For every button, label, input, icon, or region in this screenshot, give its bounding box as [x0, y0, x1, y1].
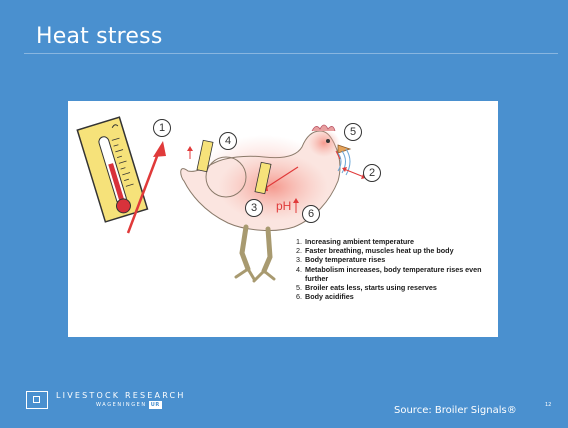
legend-number: 5. [296, 283, 305, 292]
legend-number: 6. [296, 292, 305, 301]
legend-number: 3. [296, 255, 305, 264]
chicken-illustration [68, 101, 498, 337]
heat-stress-illustration: 1 2 3 4 5 6 pH 1. Increasing ambient tem… [68, 101, 498, 337]
legend-text: Metabolism increases, body temperature r… [305, 265, 490, 283]
legend-list: 1. Increasing ambient temperature 2. Fas… [296, 237, 505, 301]
logo-mark-icon [26, 391, 48, 409]
logo-main-text: LIVESTOCK RESEARCH [56, 391, 186, 401]
legend-item: 2. Faster breathing, muscles heat up the… [296, 246, 505, 255]
source-caption: Source: Broiler Signals® [394, 405, 517, 416]
callout-3: 3 [245, 199, 263, 217]
livestock-research-logo: LIVESTOCK RESEARCH WAGENINGEN UR [26, 391, 186, 409]
legend-item: 5. Broiler eats less, starts using reser… [296, 283, 505, 292]
legend-text: Faster breathing, muscles heat up the bo… [305, 246, 483, 255]
legend-item: 4. Metabolism increases, body temperatur… [296, 265, 505, 283]
ph-label: pH [276, 199, 291, 213]
callout-6: 6 [302, 205, 320, 223]
page-number: 12 [545, 402, 551, 408]
callout-2: 2 [363, 164, 381, 182]
logo-ur-badge: UR [149, 401, 162, 409]
legend-text: Body acidifies [305, 292, 505, 301]
callout-4: 4 [219, 132, 237, 150]
legend-number: 2. [296, 246, 305, 255]
legend-item: 3. Body temperature rises [296, 255, 505, 264]
title-divider [24, 53, 558, 54]
legend-number: 1. [296, 237, 305, 246]
slide-title: Heat stress [36, 24, 163, 49]
callout-5: 5 [344, 123, 362, 141]
legend-item: 1. Increasing ambient temperature [296, 237, 505, 246]
legend-text: Broiler eats less, starts using reserves [305, 283, 505, 292]
logo-sub-text: WAGENINGEN [96, 401, 147, 409]
callout-1: 1 [153, 119, 171, 137]
legend-text: Increasing ambient temperature [305, 237, 505, 246]
legend-number: 4. [296, 265, 305, 283]
legend-text: Body temperature rises [305, 255, 505, 264]
legend-item: 6. Body acidifies [296, 292, 505, 301]
